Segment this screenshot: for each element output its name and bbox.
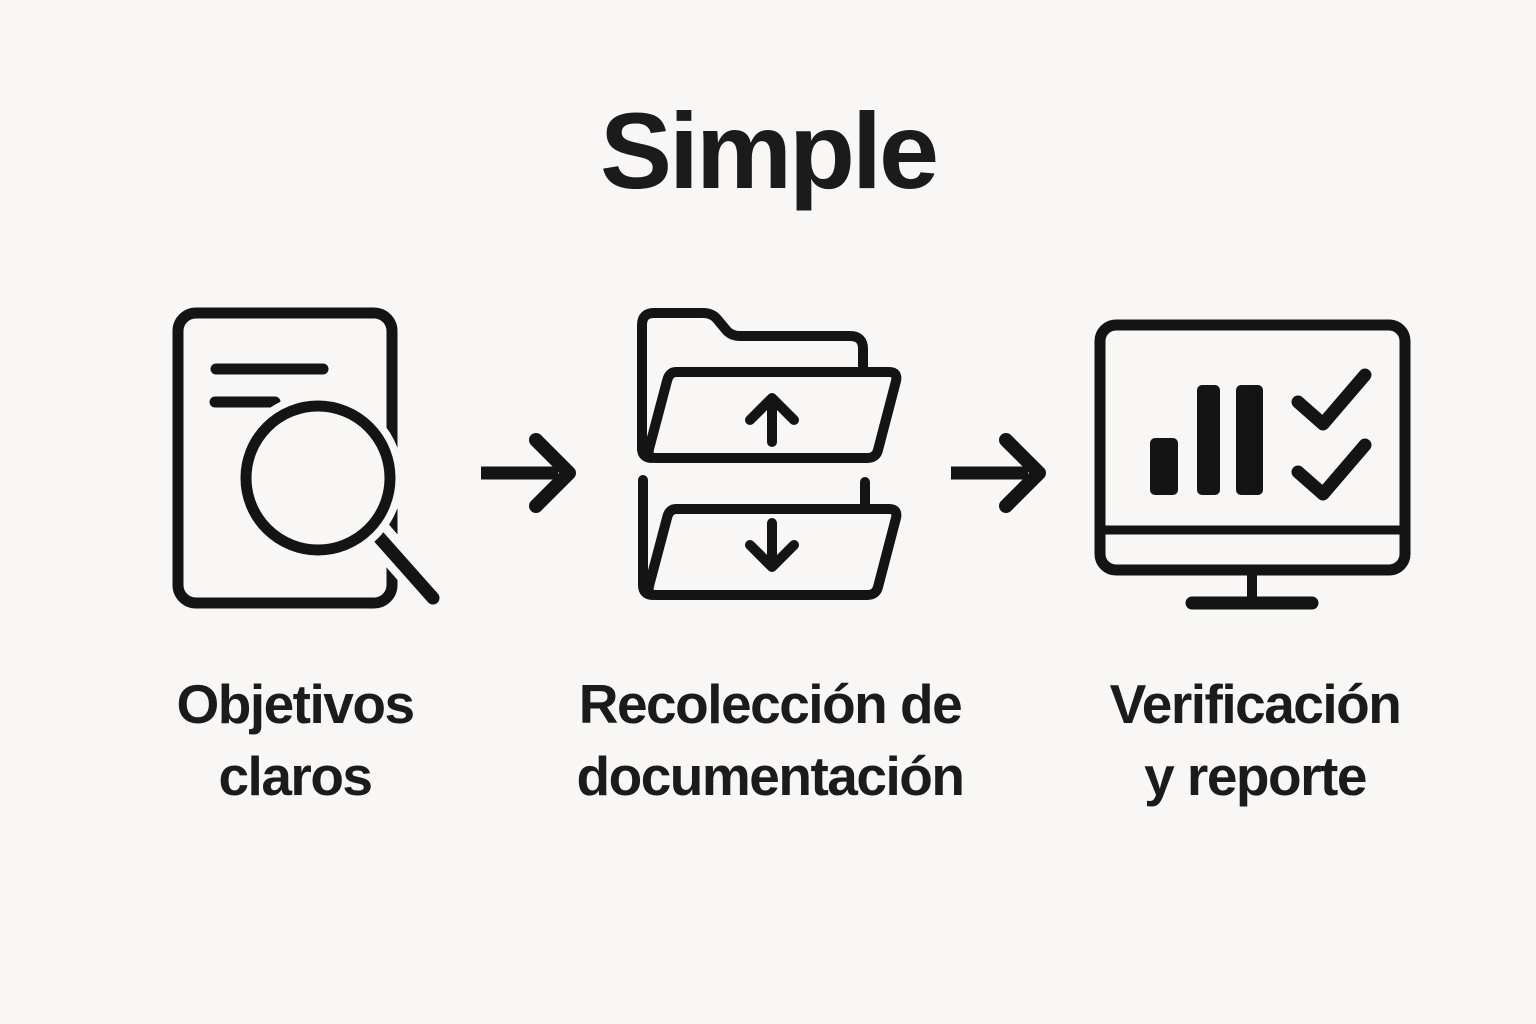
step-label-objetivos: Objetivos claros bbox=[70, 668, 520, 812]
page-title: Simple bbox=[599, 90, 939, 211]
step-label-line: claros bbox=[218, 745, 373, 807]
step-label-line: Objetivos bbox=[176, 673, 415, 735]
step-label-line: y reporte bbox=[1144, 745, 1367, 807]
monitor-chart-checklist-icon bbox=[1094, 319, 1411, 610]
step-label-line: Verificación bbox=[1109, 673, 1402, 735]
arrow-right-icon bbox=[481, 433, 576, 513]
arrow-right-icon bbox=[951, 433, 1046, 513]
step-label-recoleccion: Recolección de documentación bbox=[495, 668, 1045, 812]
folders-upload-download-icon bbox=[637, 308, 902, 600]
step-label-line: documentación bbox=[576, 745, 965, 807]
document-search-icon bbox=[172, 307, 450, 615]
step-label-verificacion: Verificación y reporte bbox=[1025, 668, 1485, 812]
step-label-line: Recolección de bbox=[578, 673, 963, 735]
